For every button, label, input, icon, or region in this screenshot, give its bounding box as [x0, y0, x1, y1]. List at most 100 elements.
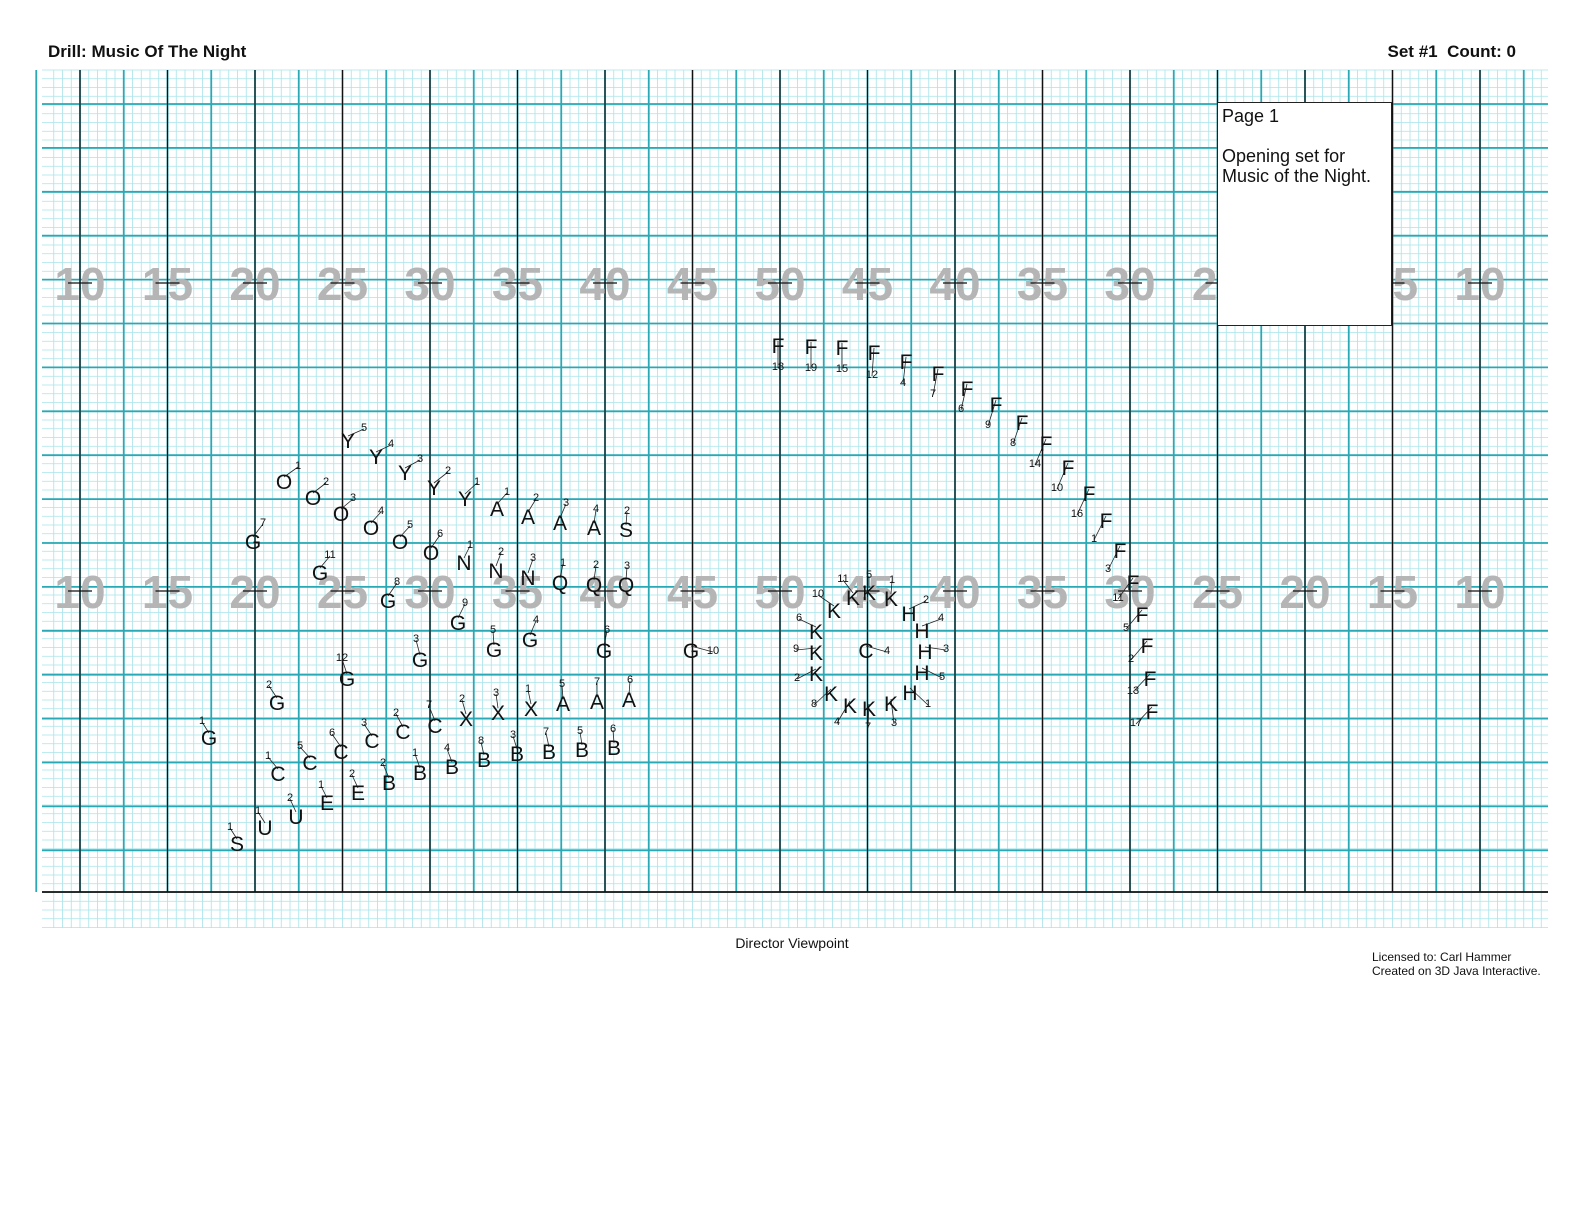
performer-marker: G5: [486, 624, 502, 662]
yard-number: 50: [754, 258, 805, 310]
marker-leader: [932, 368, 939, 396]
performer-marker: F6: [958, 378, 973, 415]
performer-number: 5: [490, 624, 496, 636]
performer-number: 10: [812, 588, 824, 600]
marker-leader: [527, 498, 537, 513]
performer-marker: A4: [587, 503, 601, 540]
performer-marker: B2: [380, 757, 396, 795]
performer-symbol: F: [1146, 701, 1159, 724]
performer-number: 3: [510, 729, 516, 741]
performer-marker: X2: [459, 693, 473, 731]
performer-symbol: N: [520, 567, 535, 590]
performer-symbol: K: [809, 663, 823, 686]
performer-symbol: G: [486, 639, 502, 662]
performer-symbol: Y: [427, 477, 441, 500]
performer-marker: F11: [1112, 572, 1139, 604]
performer-number: 2: [380, 757, 386, 769]
yard-number: 40: [579, 566, 630, 618]
performer-marker: F14: [1029, 433, 1053, 470]
marker-leader: [871, 347, 875, 377]
marker-leader: [798, 618, 817, 628]
performer-symbol: O: [276, 471, 292, 494]
performer-symbol: B: [510, 743, 524, 766]
performer-marker: F 17: [1130, 701, 1159, 729]
performer-symbol: O: [423, 542, 439, 565]
performer-number: 3: [624, 560, 630, 572]
marker-leader: [865, 645, 888, 653]
marker-leader: [229, 827, 238, 840]
performer-marker: B6: [607, 723, 621, 760]
performer-marker: F2: [1128, 635, 1153, 665]
performer-marker: G4: [522, 614, 539, 652]
performer-symbol: Q: [618, 574, 634, 597]
performer-marker: A3: [553, 497, 569, 535]
performer-number: 6: [627, 674, 633, 686]
performer-number: 6: [604, 624, 610, 636]
performer-marker: G9: [450, 597, 468, 635]
performer-number: 2: [533, 492, 539, 504]
marker-leader: [545, 732, 550, 748]
marker-leader: [1107, 545, 1121, 571]
performer-symbol: F: [1083, 483, 1096, 506]
performer-number: 2: [349, 768, 355, 780]
yard-number: 30: [1104, 566, 1155, 618]
marker-leader: [387, 582, 398, 597]
performer-symbol: O: [392, 531, 408, 554]
performer-number: 1: [227, 821, 233, 833]
performer-symbol: G: [412, 649, 428, 672]
performer-number: 1: [199, 715, 205, 727]
performer-number: 7: [543, 726, 549, 738]
performer-number: 7: [930, 388, 936, 400]
performer-symbol: K: [862, 698, 876, 721]
marker-leader: [320, 785, 328, 799]
performer-symbol: B: [542, 741, 556, 764]
performer-symbol: F: [1136, 604, 1149, 627]
performer-number: 2: [323, 476, 329, 488]
performer-symbol: G: [596, 640, 612, 663]
performer-marker: Q3: [618, 560, 634, 597]
performer-number: 12: [866, 369, 878, 381]
set-label: Set #1: [1387, 42, 1438, 61]
performer-number: 3: [563, 497, 569, 509]
performer-symbol: K: [809, 642, 823, 665]
performer-number: 12: [336, 652, 348, 664]
marker-leader: [512, 735, 518, 750]
performer-number: 17: [1130, 717, 1142, 729]
marker-leader: [603, 630, 608, 647]
performer-number: 11: [837, 573, 848, 585]
performer-symbol: G: [245, 531, 261, 554]
performer-number: 2: [459, 693, 465, 705]
performer-symbol: F: [900, 351, 913, 374]
set-count-label: Set #1 Count: 0: [1388, 42, 1516, 62]
performer-marker: Y5: [341, 422, 367, 453]
performer-symbol: K: [846, 587, 860, 610]
marker-leader: [496, 492, 508, 505]
performer-symbol: X: [459, 708, 473, 731]
performer-number: 4: [388, 438, 394, 450]
marker-leader: [257, 811, 266, 824]
performer-marker: Y4: [369, 438, 394, 469]
performer-number: 8: [1010, 437, 1016, 449]
performer-symbol: H: [917, 641, 932, 664]
performer-symbol: A: [521, 506, 535, 529]
marker-leader: [561, 684, 564, 700]
performer-number: 6: [610, 723, 616, 735]
performer-number: 3: [413, 633, 419, 645]
performer-number: 3: [350, 492, 356, 504]
performer-marker: S2: [619, 505, 633, 542]
performer-symbol: G: [380, 590, 396, 613]
performer-number: 1: [318, 779, 324, 791]
yard-number: 35: [1017, 258, 1068, 310]
performer-marker: O6: [423, 528, 443, 565]
performer-symbol: C: [395, 721, 410, 744]
performer-symbol: F: [1016, 412, 1029, 435]
yard-number: 15: [1367, 566, 1418, 618]
performer-number: 2: [393, 707, 399, 719]
performer-marker: G8: [380, 576, 400, 613]
performer-symbol: F: [990, 394, 1003, 417]
marker-leader: [1125, 609, 1143, 630]
performer-symbol: Y: [341, 430, 355, 453]
yard-number: 30: [404, 566, 455, 618]
